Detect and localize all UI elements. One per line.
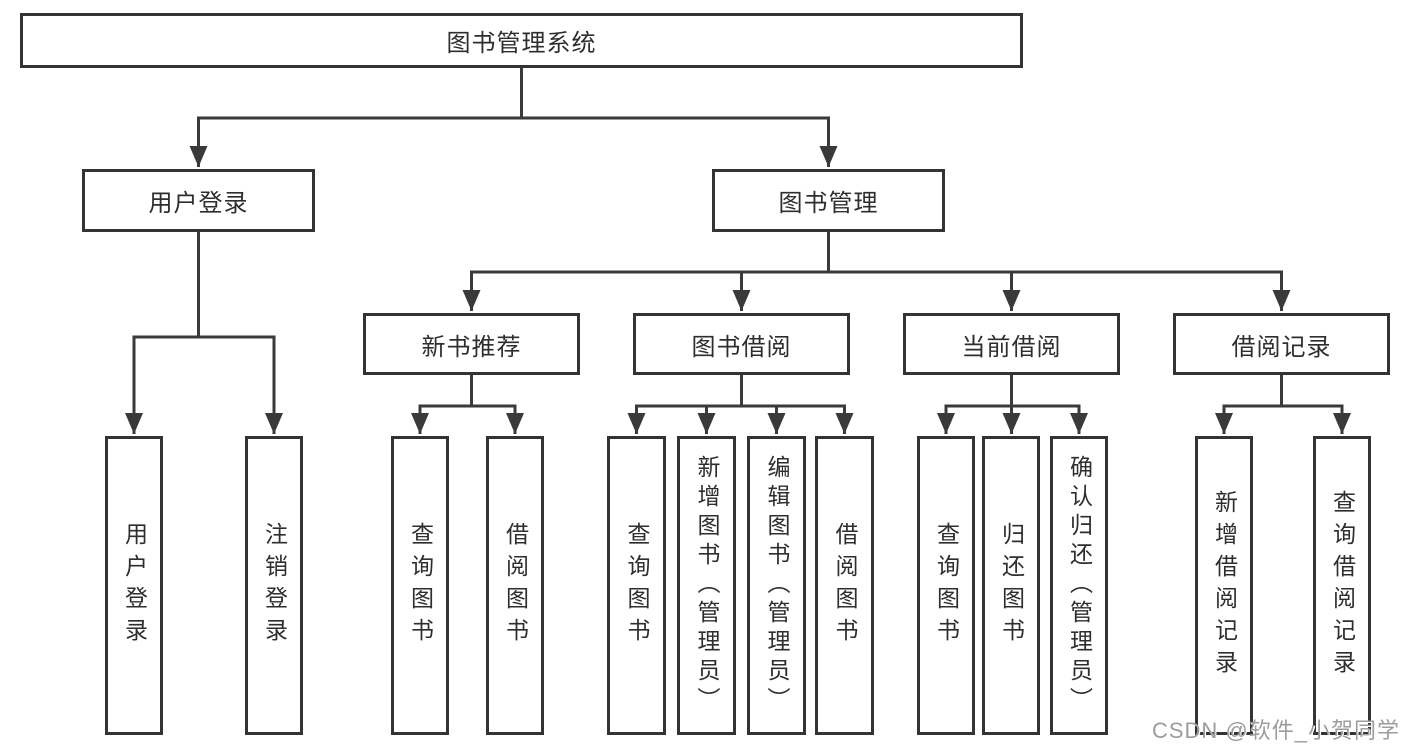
- node-library-system: 图书管理系统: [20, 13, 1023, 68]
- leaf-edit-books-admin: 编辑图书（管理员）: [747, 436, 806, 735]
- connector-recommend-to-leaves: [411, 375, 524, 434]
- leaf-return-books: 归还图书: [982, 436, 1040, 735]
- leaf-label: 新增借阅记录: [1211, 489, 1238, 682]
- leaf-label: 编辑图书（管理员）: [764, 455, 790, 716]
- node-label: 用户登录: [148, 190, 249, 217]
- csdn-watermark: CSDN @软件_小贺同学: [1151, 718, 1400, 743]
- connector-root-to-level2: [189, 68, 838, 167]
- leaf-borrow-books: 借阅图书: [815, 436, 874, 735]
- leaf-label: 注销登录: [261, 521, 288, 650]
- node-label: 新书推荐: [421, 333, 522, 361]
- leaf-label: 借阅图书: [832, 521, 858, 650]
- leaf-label: 查询借阅记录: [1329, 489, 1356, 682]
- node-user-login: 用户登录: [82, 169, 315, 232]
- leaf-label: 用户登录: [121, 521, 148, 650]
- node-label: 图书借阅: [691, 333, 792, 361]
- connector-mgmt-to-level3: [462, 232, 1291, 311]
- leaf-label: 借阅图书: [502, 521, 529, 650]
- node-label: 图书管理系统: [446, 30, 597, 57]
- leaf-add-books-admin: 新增图书（管理员）: [677, 436, 736, 735]
- leaf-label: 查询图书: [624, 521, 650, 650]
- node-new-book-recommendation: 新书推荐: [363, 313, 580, 375]
- node-label: 借阅记录: [1231, 333, 1332, 361]
- node-label: 当前借阅: [961, 333, 1062, 361]
- leaf-logout: 注销登录: [245, 436, 303, 735]
- node-borrowing-records: 借阅记录: [1173, 313, 1390, 375]
- leaf-add-borrow-record: 新增借阅记录: [1195, 436, 1253, 735]
- connector-borrowing-to-leaves: [627, 375, 854, 434]
- leaf-label: 归还图书: [998, 521, 1025, 650]
- leaf-label: 新增图书（管理员）: [694, 455, 720, 716]
- leaf-label: 查询图书: [933, 521, 960, 650]
- node-label: 图书管理: [778, 190, 879, 217]
- leaf-label: 查询图书: [407, 521, 434, 650]
- node-book-management: 图书管理: [712, 169, 945, 232]
- connector-records-to-leaves: [1215, 375, 1351, 434]
- node-book-borrowing: 图书借阅: [633, 313, 850, 375]
- leaf-borrow-books-recommend: 借阅图书: [486, 436, 544, 735]
- leaf-user-login: 用户登录: [105, 436, 163, 735]
- leaf-query-books-current: 查询图书: [917, 436, 975, 735]
- connector-login-to-leaves: [125, 232, 283, 434]
- leaf-query-books-recommend: 查询图书: [391, 436, 449, 735]
- node-current-borrowing: 当前借阅: [903, 313, 1120, 375]
- connector-current-to-leaves: [937, 375, 1088, 434]
- leaf-query-borrow-record: 查询借阅记录: [1313, 436, 1371, 735]
- leaf-query-books-borrow: 查询图书: [607, 436, 666, 735]
- leaf-label: 确认归还（管理员）: [1066, 455, 1093, 716]
- leaf-confirm-return-admin: 确认归还（管理员）: [1050, 436, 1108, 735]
